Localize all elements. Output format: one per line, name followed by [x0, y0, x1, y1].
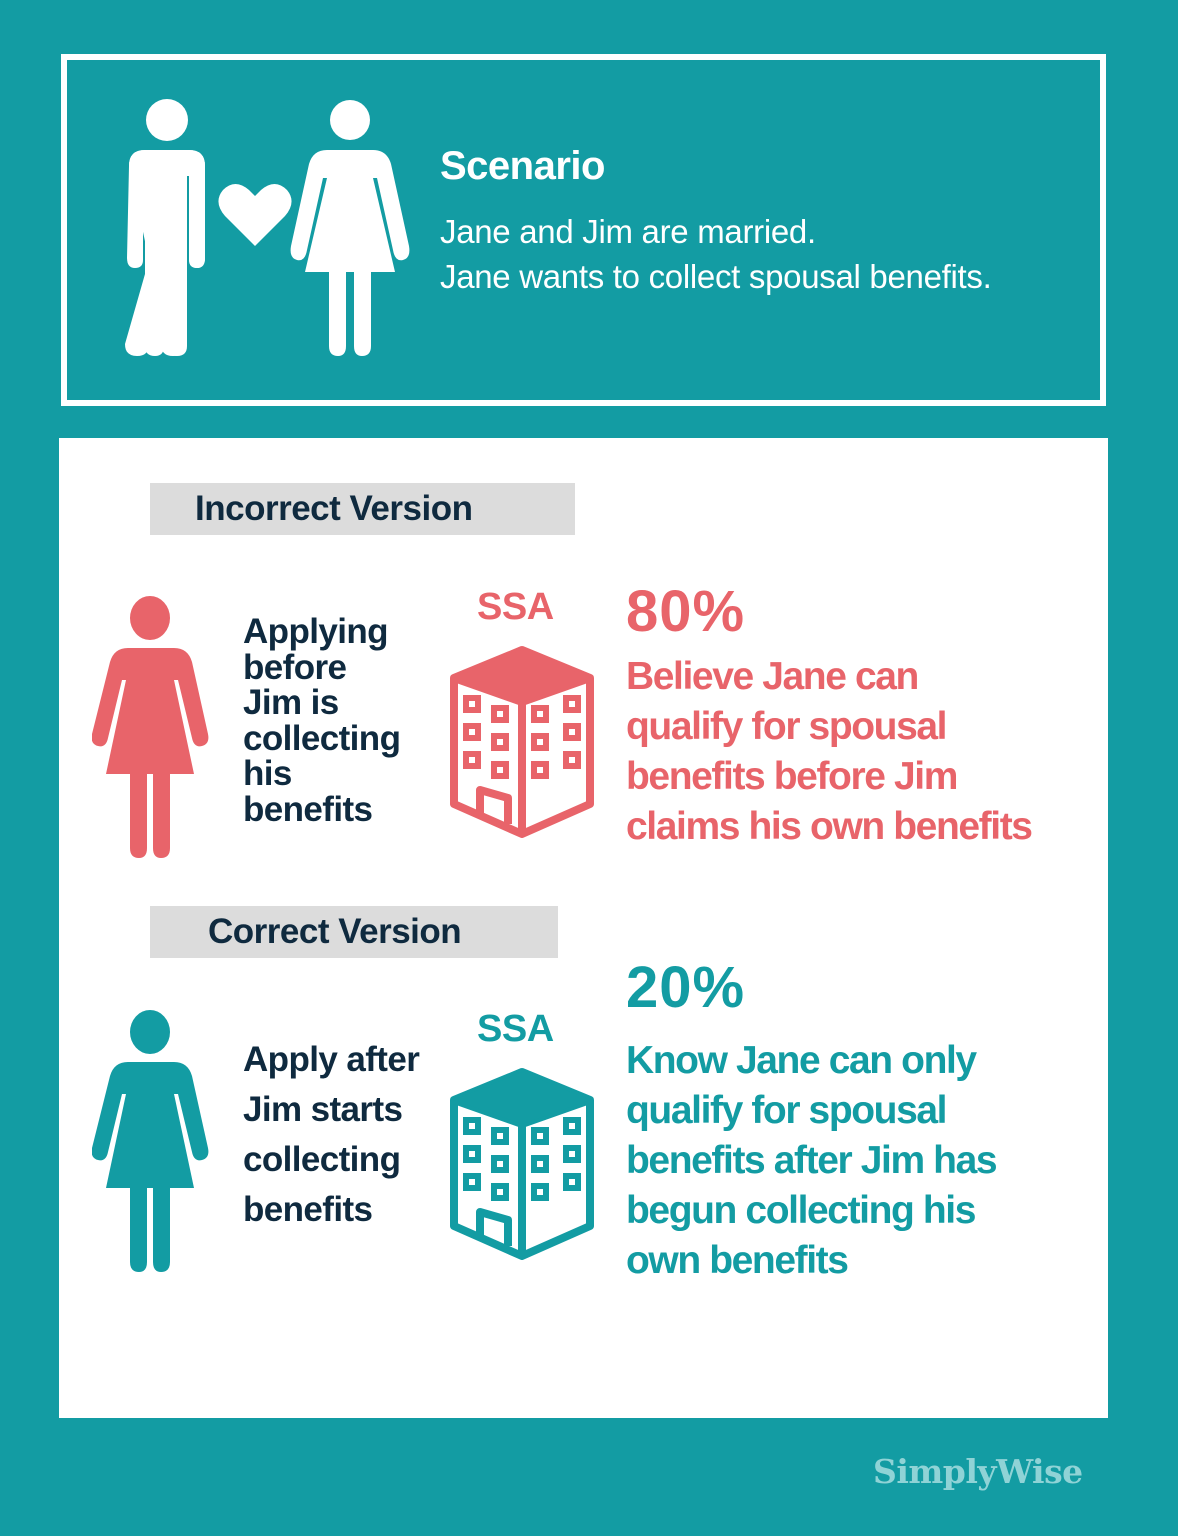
ssa-label: SSA	[477, 586, 554, 628]
scenario-title: Scenario	[440, 144, 605, 188]
scenario-line: Jane and Jim are married.	[440, 213, 816, 250]
correct-description: Apply after Jim starts collecting benefi…	[243, 1040, 420, 1229]
incorrect-version-label: Incorrect Version	[150, 483, 575, 535]
building-icon	[450, 646, 594, 838]
correct-percent: 20%	[626, 955, 746, 1020]
incorrect-statement: Believe Jane can qualify for spousal ben…	[626, 655, 1033, 848]
brand-logo: SimplyWise	[873, 1452, 1083, 1491]
heart-icon	[218, 184, 292, 246]
couple-icon	[125, 99, 410, 356]
comparison-panel: Incorrect Version Applying before Jim is…	[59, 438, 1108, 1418]
incorrect-description: Applying before Jim is collecting his be…	[243, 612, 401, 829]
building-icon	[450, 1068, 594, 1260]
woman-icon	[290, 150, 410, 356]
incorrect-percent: 80%	[626, 579, 746, 644]
ssa-label: SSA	[477, 1008, 554, 1050]
scenario-box: Scenario Jane and Jim are married. Jane …	[61, 54, 1106, 406]
correct-version-label: Correct Version	[150, 906, 558, 958]
woman-head	[330, 100, 370, 140]
scenario-line: Jane wants to collect spousal benefits.	[440, 258, 992, 295]
man-head	[146, 99, 188, 141]
correct-statement: Know Jane can only qualify for spousal b…	[626, 1039, 998, 1282]
woman-icon	[92, 596, 209, 858]
woman-icon	[92, 1010, 209, 1272]
